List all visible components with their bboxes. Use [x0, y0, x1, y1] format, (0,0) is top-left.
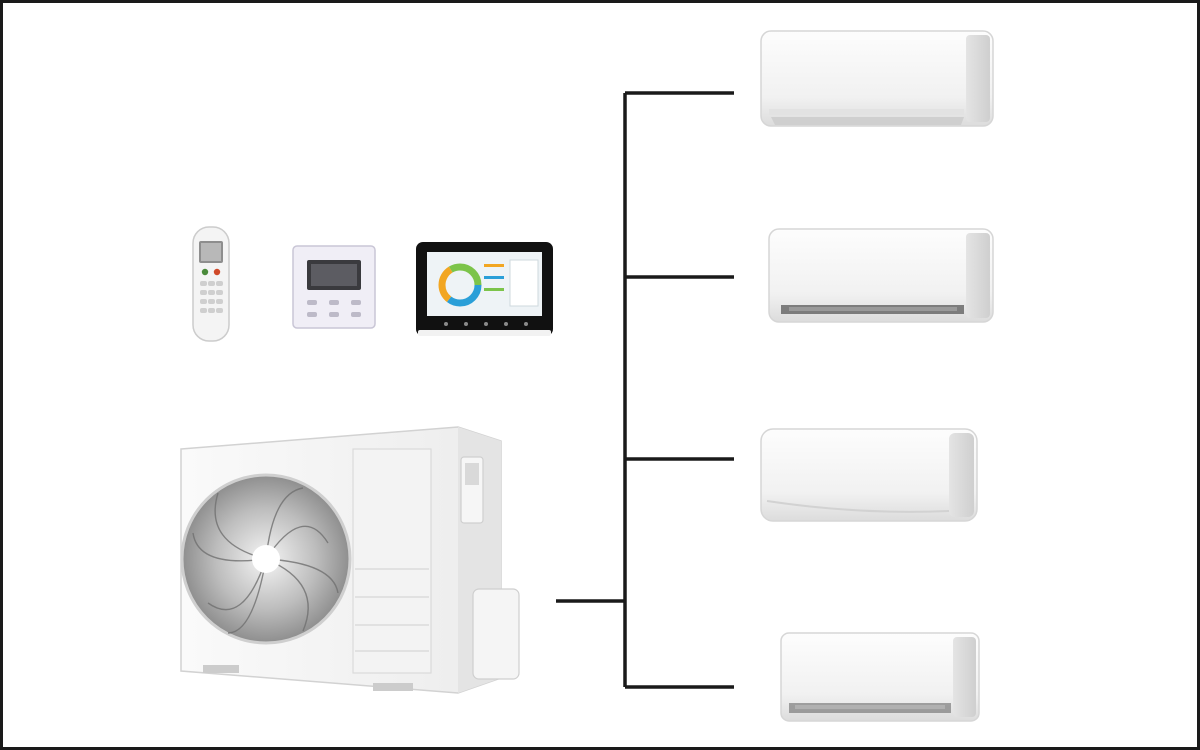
wall-mounted-indoor-unit-icon: [780, 632, 980, 722]
wall-mounted-indoor-unit-icon: [768, 228, 994, 323]
outdoor-condenser-unit-icon: [180, 426, 520, 694]
wall-mounted-indoor-unit-icon: [760, 428, 978, 522]
diagram-svg: [180, 30, 994, 722]
touchscreen-central-controller-icon: [416, 242, 553, 336]
wired-wall-controller-icon: [292, 245, 376, 329]
refrigerant-piping-connector: [556, 91, 734, 689]
wall-mounted-indoor-unit-icon: [760, 30, 994, 127]
handheld-remote-controller-icon: [192, 226, 230, 342]
